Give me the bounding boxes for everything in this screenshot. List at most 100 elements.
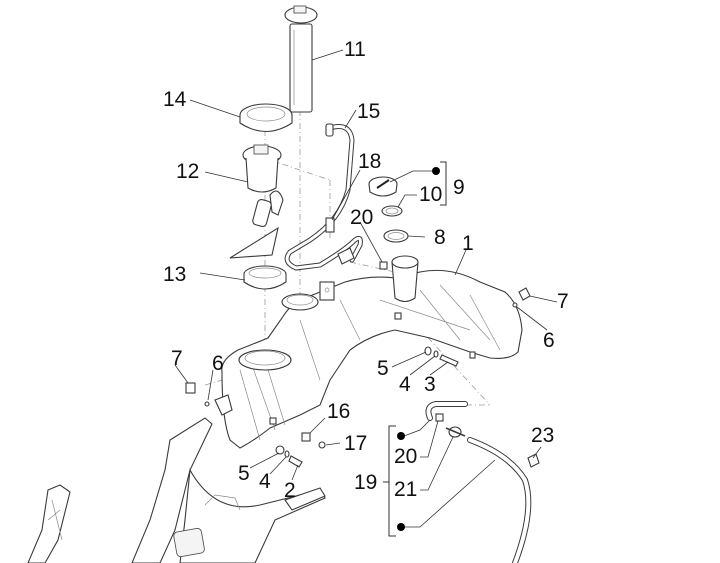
washer-5-front xyxy=(275,445,285,455)
leader-8 xyxy=(407,235,426,238)
callout-7-left: 7 xyxy=(171,347,183,370)
callout-1: 1 xyxy=(462,232,474,255)
hose-clip-18 xyxy=(325,217,335,233)
callout-8: 8 xyxy=(434,226,446,249)
leader-13 xyxy=(199,272,246,281)
leader-15 xyxy=(344,109,357,129)
tank-front-opening xyxy=(238,349,292,371)
callout-21: 21 xyxy=(394,478,417,501)
frame-bracket xyxy=(204,494,241,511)
hose-quick-connector xyxy=(337,247,355,265)
pump-connector xyxy=(253,144,269,155)
fuel-cap-side xyxy=(368,183,398,197)
fuel-hose-inner xyxy=(285,125,362,270)
leader-9-cap xyxy=(389,170,432,183)
callout-19: 19 xyxy=(354,471,377,494)
frame-rail-detail xyxy=(47,499,63,541)
fuel-pump xyxy=(229,144,284,259)
leader-5-front xyxy=(249,452,280,469)
seal-ring-side xyxy=(243,274,287,290)
fuel-tank xyxy=(214,255,523,449)
leader-20-lower xyxy=(420,420,439,458)
callout-6-right: 6 xyxy=(543,329,555,352)
callout-17: 17 xyxy=(344,432,367,455)
sender-tube xyxy=(289,23,313,113)
leader-6-right xyxy=(516,306,548,331)
leader-18 xyxy=(331,169,361,221)
callout-labels: 11 14 15 12 18 9 10 20 8 1 13 7 6 7 6 5 … xyxy=(163,38,569,502)
callout-6-left: 6 xyxy=(212,352,224,375)
pump-seal-ring xyxy=(243,265,287,290)
lock-ring-inner xyxy=(246,106,286,122)
callout-5-front: 5 xyxy=(238,462,250,485)
frame-opening xyxy=(173,527,205,558)
axis-clamp20 xyxy=(349,261,396,273)
bracket-9 xyxy=(440,161,447,206)
tank-stud xyxy=(394,312,402,320)
filler-gasket-inner xyxy=(387,232,405,240)
lock-ring xyxy=(239,103,293,133)
hose-clip-23 xyxy=(527,453,540,468)
callout-11: 11 xyxy=(344,38,366,61)
tank-stud xyxy=(269,417,277,425)
spring-washer-4-rear xyxy=(433,350,439,358)
clip-nut-7-right xyxy=(518,287,531,301)
callout-7-right: 7 xyxy=(557,290,569,313)
callout-20-lower: 20 xyxy=(394,445,417,468)
leader-2 xyxy=(291,464,299,481)
callout-23: 23 xyxy=(531,424,554,447)
leader-lines xyxy=(174,49,558,528)
bolt-3 xyxy=(439,354,459,367)
frame-side-rail xyxy=(27,484,71,563)
clamp-20-upper xyxy=(379,261,388,270)
tank-mount-tab xyxy=(319,281,335,301)
cap-seal-inner xyxy=(385,207,399,215)
leader-3 xyxy=(429,361,449,376)
leader-19-hose-lower xyxy=(404,459,496,528)
callout-13: 13 xyxy=(163,263,186,286)
clamp-20-lower xyxy=(435,413,444,422)
callout-2: 2 xyxy=(284,479,296,502)
screw-6-right xyxy=(512,302,518,308)
callout-4-front: 4 xyxy=(259,470,271,493)
pump-body xyxy=(245,157,279,193)
washer-5-rear xyxy=(424,346,432,356)
callout-16: 16 xyxy=(327,400,350,423)
leader-16 xyxy=(309,417,326,434)
clip-nut-7-left xyxy=(185,382,196,394)
fuel-cap-grip xyxy=(376,179,390,189)
frame-left-arm xyxy=(131,417,213,563)
hose-end-fitting xyxy=(325,123,334,137)
filler-gasket xyxy=(383,229,409,243)
tank-stud xyxy=(469,351,476,359)
leader-19-hose-upper xyxy=(403,419,431,437)
pump-bracket xyxy=(269,190,284,216)
breather-hose-lower-inner xyxy=(468,438,531,563)
pump-motor xyxy=(252,198,272,228)
leader-7-right xyxy=(529,295,558,303)
screw-6-left xyxy=(204,401,210,407)
leader-6-left xyxy=(207,369,214,401)
seal-ring-inner xyxy=(248,267,282,279)
leader-11 xyxy=(311,49,344,61)
breather-hose-upper-inner xyxy=(426,402,467,420)
leader-23 xyxy=(532,446,542,459)
rubber-pad-16 xyxy=(301,432,311,442)
tank-sender-opening-inner xyxy=(286,294,314,306)
tank-sender-opening xyxy=(281,293,319,311)
group-brackets xyxy=(383,161,447,537)
cap-seal-ring xyxy=(381,205,403,217)
callout-15: 15 xyxy=(357,100,380,123)
leader-4-rear xyxy=(409,355,436,376)
lock-ring-side xyxy=(239,115,293,133)
leader-5-rear xyxy=(391,351,427,368)
tank-ribs xyxy=(239,284,501,441)
leader-14 xyxy=(189,99,241,118)
callout-20-upper: 20 xyxy=(350,206,373,229)
group-dot-19-lower-hose xyxy=(397,523,405,531)
tank-side-bracket xyxy=(214,394,233,416)
breather-kit xyxy=(425,401,532,563)
axis-pump-connector xyxy=(269,159,331,181)
callout-9: 9 xyxy=(453,176,465,199)
